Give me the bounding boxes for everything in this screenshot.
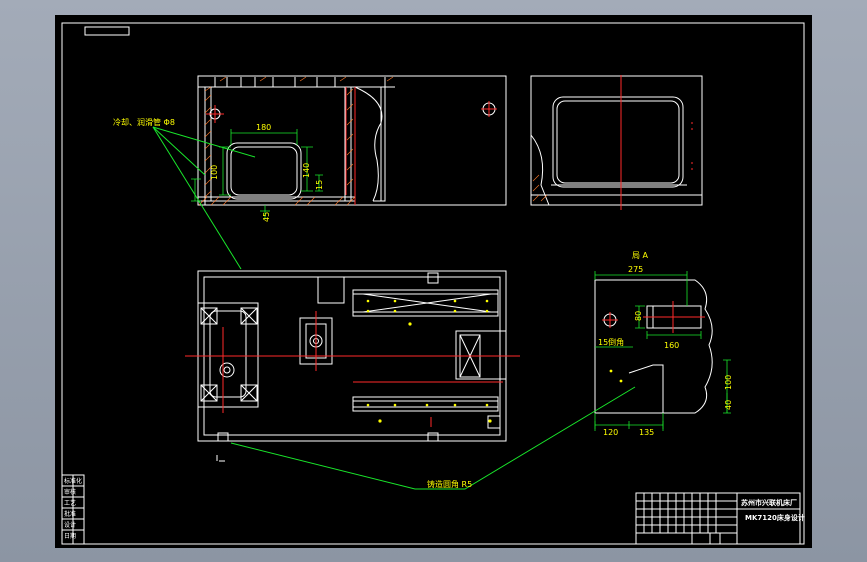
callout-upper: 冷却、润滑管 Φ8 [113, 117, 175, 127]
dim-120: 120 [603, 428, 618, 437]
dim-275: 275 [628, 265, 643, 274]
dim-100: 100 [724, 375, 733, 390]
drawing-name: MK7120床身设计 [745, 513, 805, 522]
left-sign-table [61, 474, 85, 545]
title-block [635, 492, 801, 545]
left-table-cell-0: 标准化 [64, 477, 82, 485]
dim-160: 160 [664, 341, 679, 350]
detail-view-a [594, 271, 731, 431]
dim-45-top: 45 [262, 212, 271, 222]
dim-100-top: 100 [210, 165, 219, 180]
left-table-cell-5: 日期 [64, 532, 76, 540]
callout-lower: 铸造圆角 R5 [427, 479, 472, 489]
left-table-cell-1: 审核 [64, 488, 76, 496]
company-name: 苏州市兴联机床厂 [741, 498, 797, 507]
drawing-canvas: 180 100 140 15 45 [61, 22, 805, 545]
left-table-cell-4: 设计 [64, 521, 76, 529]
outer-frame [61, 22, 805, 545]
detail-chamfer-note: 15倒角 [598, 337, 624, 347]
drawing-sheet[interactable]: 180 100 140 15 45 [55, 15, 812, 548]
plan-view [185, 270, 520, 462]
side-view [530, 75, 703, 210]
dim-15-top: 15 [315, 180, 324, 190]
front-section-view [191, 75, 507, 219]
left-table-cell-2: 工艺 [64, 499, 76, 507]
left-table-cell-3: 批准 [64, 510, 76, 518]
dim-80: 80 [634, 311, 643, 321]
detail-a-title: 局 A [632, 251, 649, 260]
dim-40: 40 [724, 400, 733, 410]
dim-140-top: 140 [302, 163, 311, 178]
frame-corner-box [84, 26, 130, 36]
dim-135: 135 [639, 428, 654, 437]
callout-leaders [152, 126, 636, 490]
dim-180-top: 180 [256, 123, 271, 132]
